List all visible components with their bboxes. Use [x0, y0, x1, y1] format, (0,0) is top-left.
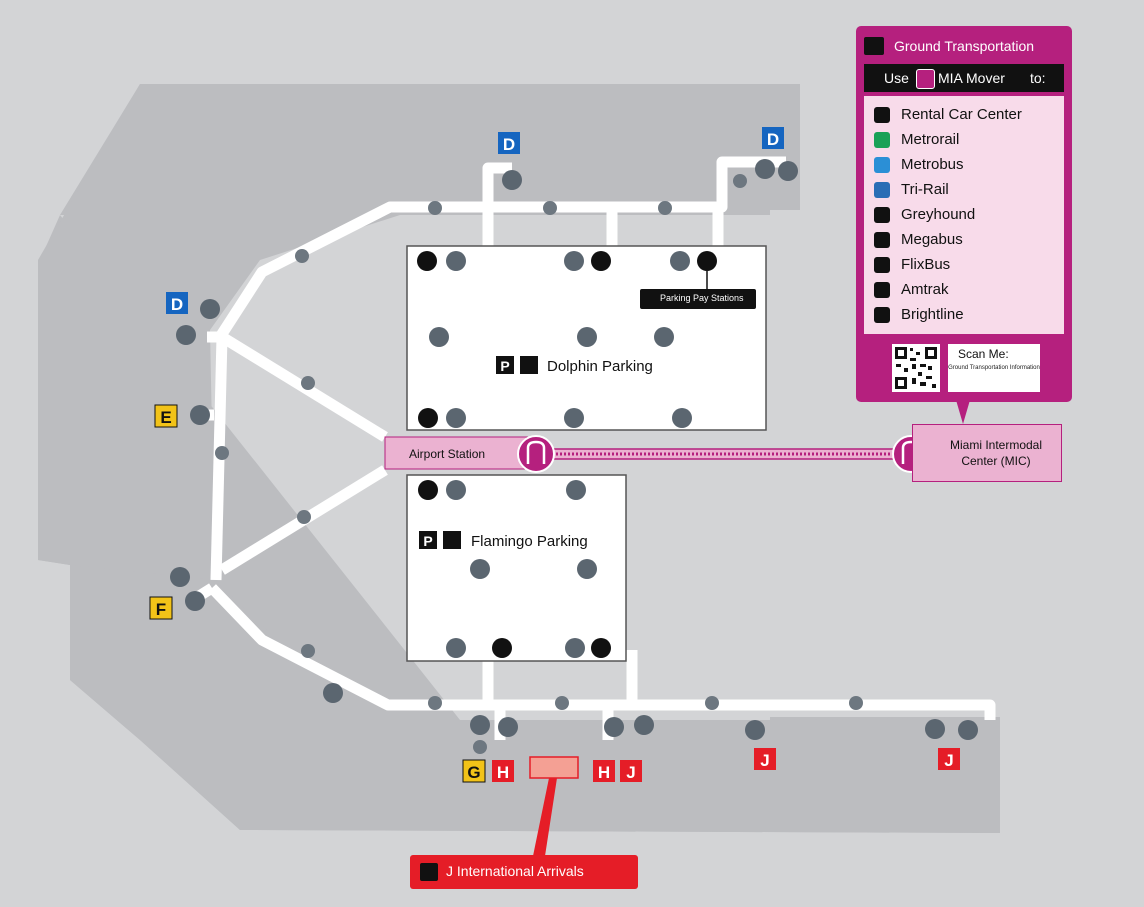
elevator-icons: [170, 161, 978, 740]
airport-station-label: Airport Station: [409, 447, 485, 461]
international-arrivals-callout[interactable]: J International Arrivals: [410, 855, 638, 889]
walkway-person-icons: [215, 201, 863, 710]
gt-panel-pointer: [956, 400, 970, 424]
international-arrivals-label: J International Arrivals: [446, 863, 584, 879]
concourse-g-badge[interactable]: G: [462, 759, 486, 783]
to-label: to:: [1030, 70, 1046, 86]
concourse-g-label: G: [467, 763, 480, 782]
concourse-h-badge-left[interactable]: H: [492, 760, 514, 782]
airport-station-mover-icon[interactable]: [517, 435, 555, 473]
concourse-j-badge-1[interactable]: J: [620, 760, 642, 782]
concourse-d-badge-top[interactable]: D: [498, 132, 520, 154]
car-icon: [874, 107, 890, 123]
parking-pay-stations-callout: Parking Pay Stations: [640, 289, 756, 309]
greyhound-icon: [874, 207, 890, 223]
concourse-f-label: F: [156, 600, 166, 619]
metrobus-icon: [874, 157, 890, 173]
concourse-j-label: J: [760, 751, 769, 770]
miami-intermodal-center[interactable]: Miami Intermodal Center (MIC): [912, 424, 1062, 482]
concourse-h-label: H: [497, 763, 509, 782]
bus-icon: [874, 232, 890, 248]
concourse-d-badge-right[interactable]: D: [762, 127, 784, 149]
flamingo-icon: [443, 531, 461, 549]
scan-me-box: Scan Me: Ground Transportation Informati…: [948, 344, 1040, 392]
pay-station-icons: [417, 251, 717, 658]
dolphin-icon: [520, 356, 538, 374]
parking-symbol: P: [500, 358, 509, 374]
parking-symbol: P: [423, 533, 432, 549]
train-icon: [874, 307, 890, 323]
destination-list: Rental Car Center Metrorail Metrobus Tri…: [864, 96, 1064, 334]
flixbus-icon: [874, 257, 890, 273]
airport-station-platform[interactable]: [384, 436, 536, 470]
arrivals-plane-icon: [420, 863, 438, 881]
concourse-f-badge[interactable]: F: [149, 596, 173, 620]
concourse-d-badge-left[interactable]: D: [166, 292, 188, 314]
scan-me-label: Scan Me:: [958, 347, 1009, 361]
arrivals-pointer: [533, 778, 557, 856]
use-label: Use: [884, 70, 909, 86]
parking-pay-stations-label: Parking Pay Stations: [660, 293, 744, 303]
qr-code[interactable]: [892, 344, 940, 392]
ground-transportation-header: Ground Transportation: [856, 32, 1072, 60]
mic-label: Miami Intermodal Center (MIC): [949, 438, 1043, 468]
amtrak-icon: [874, 282, 890, 298]
concourse-j-badge-2[interactable]: J: [754, 748, 776, 770]
concourse-d-label: D: [503, 135, 515, 154]
concourse-e-label: E: [160, 408, 171, 427]
concourse-h-badge-right[interactable]: H: [593, 760, 615, 782]
concourse-j-label: J: [626, 763, 635, 782]
ground-transportation-title: Ground Transportation: [894, 38, 1035, 54]
metrorail-icon: [874, 132, 890, 148]
flamingo-parking-name: Flamingo Parking: [471, 533, 588, 550]
mia-mover-icon: [916, 69, 935, 89]
escalator-icons: [185, 159, 945, 739]
ground-transportation-panel: Ground Transportation Use MIA Mover to: …: [856, 26, 1072, 402]
scan-me-caption: Ground Transportation Information: [948, 365, 1040, 371]
international-arrivals-area[interactable]: [529, 756, 579, 779]
flamingo-parking-label: P Flamingo Parking: [419, 531, 588, 550]
dolphin-parking-name: Dolphin Parking: [547, 358, 653, 375]
tri-rail-icon: [874, 182, 890, 198]
mia-mover-label: MIA Mover: [938, 70, 1005, 86]
dolphin-parking-label: P Dolphin Parking: [496, 356, 653, 375]
restroom-icons: [473, 174, 747, 754]
concourse-j-label: J: [944, 751, 953, 770]
concourse-h-label: H: [598, 763, 610, 782]
transport-icon: [864, 37, 884, 55]
concourse-e-badge[interactable]: E: [154, 404, 178, 428]
concourse-j-badge-3[interactable]: J: [938, 748, 960, 770]
concourse-d-label: D: [767, 130, 779, 149]
concourse-d-label: D: [171, 295, 183, 314]
mia-mover-use-bar: Use MIA Mover to:: [864, 64, 1064, 92]
